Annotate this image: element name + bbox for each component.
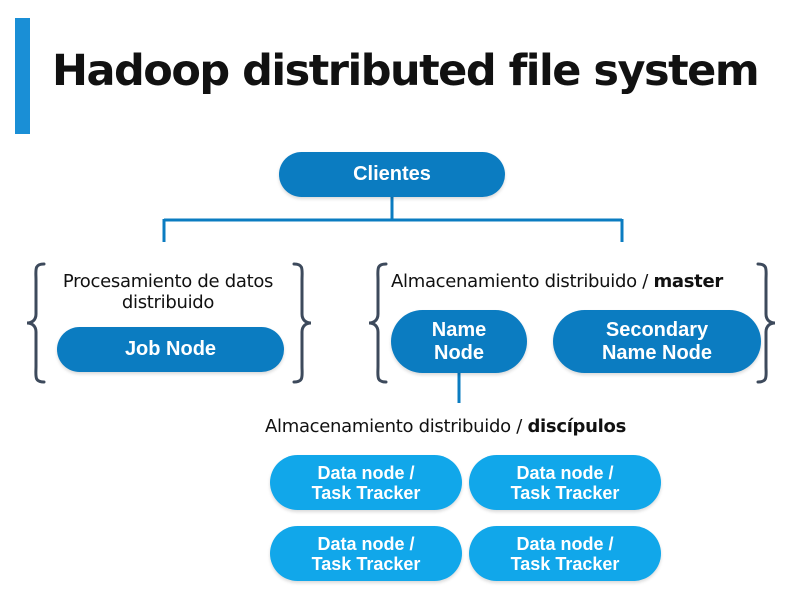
name-node: Name Node [391,310,527,373]
data-node-3-line1: Data node / [317,533,415,554]
processing-label-line2: distribuido [121,292,215,313]
right-brace-processing [292,262,312,384]
data-node-1: Data node / Task Tracker [270,455,462,510]
secondary-name-node-line2: Name Node [601,341,713,364]
right-brace-master [756,262,776,384]
page-title: Hadoop distributed file system [52,46,760,96]
left-brace-processing [26,262,46,384]
title-accent-bar [15,18,30,134]
master-storage-label-bold: master [653,271,723,292]
data-node-2-line2: Task Tracker [510,482,620,503]
job-node-label: Job Node [124,338,217,360]
secondary-name-node: Secondary Name Node [553,310,761,373]
disciples-storage-label-prefix: Almacenamiento distribuido / [265,416,528,437]
master-storage-label: Almacenamiento distribuido / master [391,271,723,292]
name-node-line2: Node [434,341,484,364]
left-brace-master [368,262,388,384]
clientes-node: Clientes [279,152,505,197]
data-node-3: Data node / Task Tracker [270,526,462,581]
name-node-line1: Name [431,318,487,341]
data-node-2: Data node / Task Tracker [469,455,661,510]
data-node-4-line1: Data node / [516,533,614,554]
job-node: Job Node [57,327,284,372]
clientes-node-label: Clientes [353,163,431,185]
data-node-4: Data node / Task Tracker [469,526,661,581]
data-node-1-line1: Data node / [317,462,415,483]
data-node-4-line2: Task Tracker [510,553,620,574]
processing-label: Procesamiento de datos distribuido [52,271,284,313]
processing-label-line1: Procesamiento de datos [62,271,274,292]
data-node-3-line2: Task Tracker [311,553,421,574]
data-node-2-line1: Data node / [516,462,614,483]
master-storage-label-prefix: Almacenamiento distribuido / [391,271,654,292]
data-node-1-line2: Task Tracker [311,482,421,503]
secondary-name-node-line1: Secondary [605,318,709,341]
disciples-storage-label-bold: discípulos [527,416,627,437]
disciples-storage-label: Almacenamiento distribuido / discípulos [265,416,626,437]
